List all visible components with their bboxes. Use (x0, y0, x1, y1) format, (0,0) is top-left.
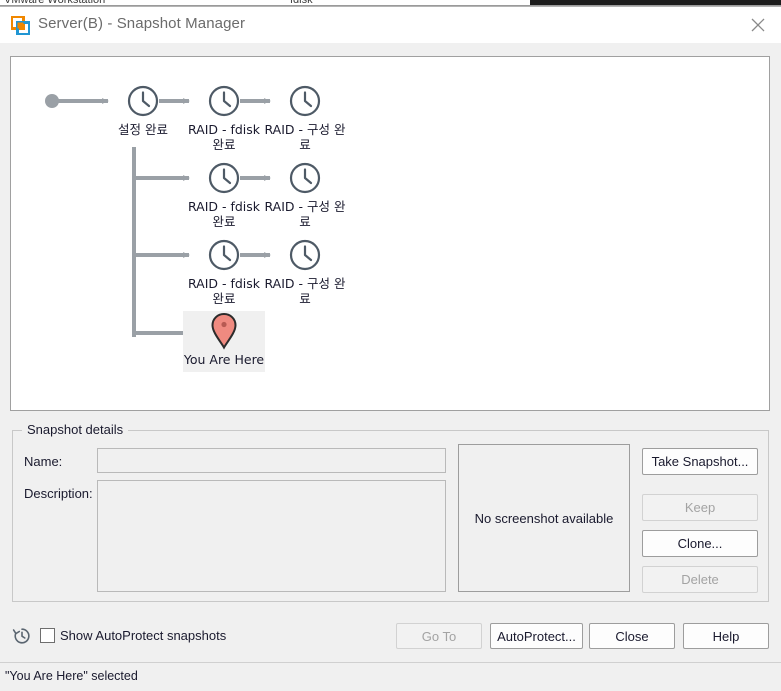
background-window-strip: VMware Workstation fdisk (0, 0, 781, 7)
background-window-right-text: fdisk (290, 0, 313, 6)
snapshot-details-groupbox (12, 430, 769, 602)
snapshot-node-label: RAID - fdisk 완료 (187, 276, 261, 306)
snapshot-node-label: RAID - 구성 완료 (264, 276, 346, 306)
clock-icon (183, 235, 265, 275)
clock-icon (264, 158, 346, 198)
titlebar: Server(B) - Snapshot Manager (0, 7, 781, 43)
tree-connectors (45, 94, 271, 337)
you-are-here-node[interactable]: You Are Here (183, 311, 265, 372)
go-to-button[interactable]: Go To (396, 623, 482, 649)
snapshot-details-title: Snapshot details (22, 422, 129, 437)
autoprotect-button[interactable]: AutoProtect... (490, 623, 583, 649)
take-snapshot-button[interactable]: Take Snapshot... (642, 448, 758, 475)
name-input[interactable] (97, 448, 446, 473)
snapshot-node-label: RAID - 구성 완료 (264, 199, 346, 229)
statusbar: "You Are Here" selected (0, 662, 781, 691)
snapshot-node[interactable]: RAID - 구성 완료 (264, 235, 346, 311)
background-window-dark-area (530, 0, 781, 5)
window-title: Server(B) - Snapshot Manager (38, 15, 246, 32)
clone-button[interactable]: Clone... (642, 530, 758, 557)
snapshot-node[interactable]: RAID - 구성 완료 (264, 81, 346, 157)
snapshot-node-label: RAID - fdisk 완료 (187, 199, 261, 229)
name-label: Name: (24, 454, 63, 469)
delete-button[interactable]: Delete (642, 566, 758, 593)
clock-icon (264, 81, 346, 121)
snapshot-node-label: RAID - 구성 완료 (264, 122, 346, 152)
keep-button[interactable]: Keep (642, 494, 758, 521)
close-icon[interactable] (735, 7, 781, 43)
history-clock-icon (12, 626, 32, 646)
show-autoprotect-checkbox[interactable] (40, 628, 55, 643)
show-autoprotect-label: Show AutoProtect snapshots (60, 628, 227, 643)
clock-icon (183, 81, 265, 121)
clock-icon (183, 158, 265, 198)
you-are-here-pin-icon (183, 311, 265, 351)
vmware-logo-icon (10, 15, 31, 36)
status-text: "You Are Here" selected (5, 669, 138, 683)
clock-icon (264, 235, 346, 275)
close-button[interactable]: Close (589, 623, 675, 649)
snapshot-node-label: RAID - fdisk 완료 (187, 122, 261, 152)
snapshot-node[interactable]: RAID - fdisk 완료 (183, 158, 265, 234)
screenshot-preview: No screenshot available (458, 444, 630, 592)
background-window-left-text: VMware Workstation (4, 0, 106, 6)
snapshot-node[interactable]: RAID - fdisk 완료 (183, 81, 265, 157)
dialog-window: Server(B) - Snapshot Manager (0, 6, 781, 691)
screenshot-preview-text: No screenshot available (474, 510, 614, 526)
description-label: Description: (24, 486, 93, 501)
clock-icon (102, 81, 184, 121)
snapshot-node[interactable]: 설정 완료 (102, 81, 184, 142)
you-are-here-label: You Are Here (183, 352, 265, 367)
help-button[interactable]: Help (683, 623, 769, 649)
snapshot-node-label: 설정 완료 (118, 122, 168, 137)
background-window-divider (0, 5, 781, 6)
snapshot-tree-panel[interactable]: 설정 완료 RAID - fdisk 완료 (10, 56, 770, 411)
snapshot-node[interactable]: RAID - fdisk 완료 (183, 235, 265, 311)
description-textarea[interactable] (97, 480, 446, 592)
snapshot-node[interactable]: RAID - 구성 완료 (264, 158, 346, 234)
